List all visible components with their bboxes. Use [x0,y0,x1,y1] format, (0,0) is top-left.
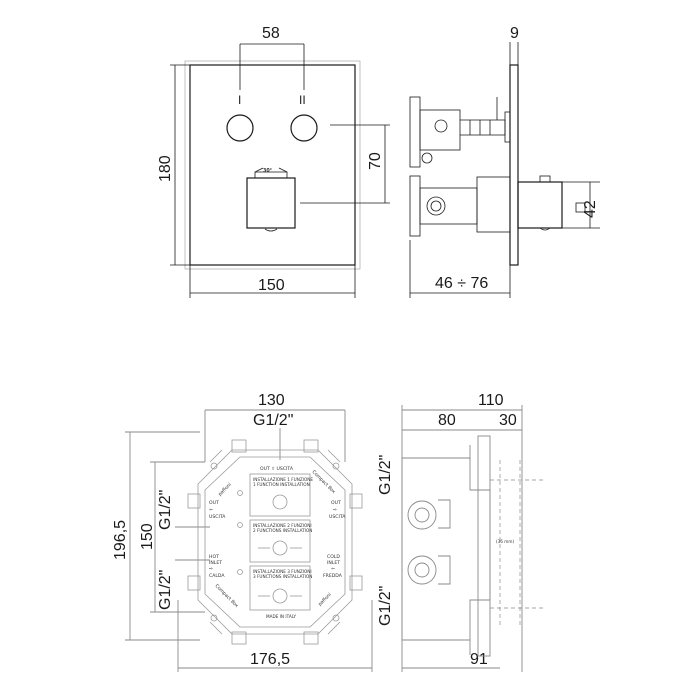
dim-depth-b: 30 [499,412,517,429]
thread-left-1: G1/2" [157,490,174,530]
rotation-label: 30° [263,168,272,174]
dim-button-spacing: 58 [262,25,280,42]
button-1-label: I [238,93,241,107]
bottom-front-view: 130 G1/2" 176,5 196,5 150 G1/2" G1/2" [112,392,373,672]
dim-depth-a: 80 [438,412,456,429]
svg-text:⇨: ⇨ [333,508,337,513]
svg-text:⇦: ⇦ [209,508,213,513]
compact-box-1: Compact Box [311,469,337,495]
side-note: (36 mm) [496,539,514,544]
dim-depth-range: 46 ÷ 76 [435,275,488,292]
thread-top: G1/2" [253,412,293,429]
thread-side-top: G1/2" [377,455,394,495]
install-3-en: 3 FUNCTIONS INSTALLATION [253,574,312,579]
dim-outer-height: 196,5 [112,520,129,560]
dim-plate-thickness: 9 [510,25,519,42]
side-handle [517,181,563,229]
dim-height: 180 [157,155,174,182]
thread-side-bottom: G1/2" [377,586,394,626]
svg-text:⇨: ⇨ [209,567,213,572]
valve-body [401,457,491,641]
label-inlet-cold: INLET [327,560,340,566]
dim-width: 150 [258,277,285,294]
brand-2: paffoni [317,592,332,607]
mixer-handle [246,177,296,229]
install-3-it: INSTALLAZIONE 3 FUNZIONI [253,569,312,574]
top-front-view: I II 30° 58 70 180 150 [157,25,390,298]
dim-depth-total: 110 [478,392,504,409]
top-side-view: 42 9 46 ÷ 76 [409,25,600,298]
rotation-arrow-icon [254,167,288,173]
label-cold: COLD [327,554,340,560]
label-inlet-hot: INLET [209,560,222,566]
button-1 [226,114,254,142]
install-2-en: 2 FUNCTIONS INSTALLATION [253,528,312,533]
label-calda: CALDA [209,573,225,579]
dim-handle-size: 42 [582,200,599,218]
made-in-italy: MADE IN ITALY [266,614,296,619]
label-fredda: FREDDA [323,573,343,579]
brand-1: paffoni [217,482,232,497]
label-out-top: OUT ⇧ USCITA [260,466,294,472]
thread-left-2: G1/2" [157,570,174,610]
dim-axis-height: 70 [367,152,384,170]
square-symbol-icon [575,202,586,213]
label-hot: HOT [209,554,219,560]
label-uscita-right: USCITA [329,514,346,520]
install-1-it: INSTALLAZIONE 1 FUNZIONE [253,477,313,482]
side-plate [509,64,519,266]
label-uscita-left: USCITA [209,514,226,520]
cover-plate [189,64,356,266]
label-out-right: OUT [331,500,341,506]
bottom-side-view: 110 80 30 91 G1/2" G1/2" (36 mm) [377,392,545,672]
dim-outer-width: 176,5 [250,651,290,668]
dim-depth-bottom: 91 [470,651,488,668]
svg-text:⇦: ⇦ [331,567,335,572]
install-1-en: 1 FUNCTION INSTALLATION [253,482,310,487]
install-2-it: INSTALLAZIONE 2 FUNZIONI [253,523,312,528]
dim-inner-width: 130 [258,392,285,409]
dim-inner-height: 150 [139,523,156,550]
label-out-left: OUT [209,500,219,506]
button-2-label: II [299,93,306,107]
button-2 [290,114,318,142]
